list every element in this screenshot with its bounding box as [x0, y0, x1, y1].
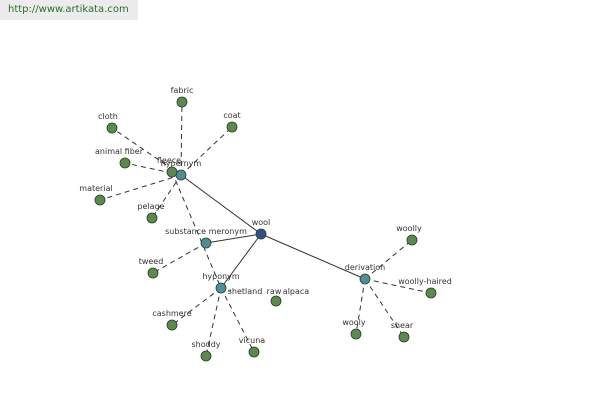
edge-substance_meronym-tweed	[152, 242, 207, 274]
node-label-shear: shear	[391, 321, 414, 330]
node-label-pelage: pelage	[137, 202, 164, 211]
edge-hyponym-cashmere	[171, 287, 222, 326]
node-label-cashmere: cashmere	[152, 309, 191, 318]
node-label-fleece: fleece	[157, 156, 181, 165]
node-dot-material[interactable]	[94, 194, 106, 206]
node-label-raw: raw	[267, 287, 282, 296]
node-label-shoddy: shoddy	[191, 340, 220, 349]
node-label-wool: wool	[252, 218, 271, 227]
node-label-shetland: shetland	[228, 287, 263, 296]
node-label-woolly-haired: woolly-haired	[398, 277, 452, 286]
node-dot-cashmere[interactable]	[166, 319, 178, 331]
graph-nodes: hypernym substance meronym hyponym derivati…	[79, 86, 452, 362]
node-dot-animal-fiber[interactable]	[119, 157, 131, 169]
node-dot-tweed[interactable]	[147, 267, 159, 279]
node-label-tweed: tweed	[139, 257, 164, 266]
edge-hypernym-cloth	[111, 127, 182, 176]
node-dot-wooly[interactable]	[350, 328, 362, 340]
node-hyponym[interactable]: hyponym	[202, 272, 240, 294]
node-dot-coat[interactable]	[226, 121, 238, 133]
node-label-cloth: cloth	[98, 112, 118, 121]
edge-hypernym-fabric	[180, 101, 183, 176]
node-label-material: material	[79, 184, 112, 193]
node-dot-shoddy[interactable]	[200, 350, 212, 362]
edge-hypernym-pelage	[151, 174, 182, 219]
node-alpaca[interactable]: alpaca	[270, 287, 310, 307]
edge-derivation-wooly	[355, 278, 366, 335]
node-label-derivation: derivation	[345, 263, 385, 272]
node-fleece[interactable]: fleece	[157, 156, 181, 178]
node-dot-vicuna[interactable]	[248, 346, 260, 358]
node-shear[interactable]: shear	[391, 321, 414, 343]
edge-hyponym-vicuna	[220, 287, 255, 353]
node-label-woolly: woolly	[396, 224, 422, 233]
node-dot-derivation[interactable]	[359, 273, 371, 285]
node-vicuna[interactable]: vicuna	[239, 336, 265, 358]
node-label-alpaca: alpaca	[283, 287, 310, 296]
node-label-fabric: fabric	[171, 86, 194, 95]
node-wooly[interactable]: wooly	[342, 318, 366, 340]
edge-wool-hypernym	[180, 174, 262, 235]
node-material[interactable]: material	[79, 184, 113, 206]
node-hypernym[interactable]: hypernym	[161, 159, 202, 181]
node-label-substance-meronym: substance meronym	[165, 227, 247, 236]
node-dot-woolly[interactable]	[406, 234, 418, 246]
node-woolly-haired[interactable]: woolly-haired	[398, 277, 452, 299]
node-dot-fabric[interactable]	[176, 96, 188, 108]
edge-derivation-shear	[364, 278, 405, 338]
node-dot-pelage[interactable]	[146, 212, 158, 224]
node-raw[interactable]: raw	[267, 287, 282, 296]
node-label-wooly: wooly	[342, 318, 366, 327]
edge-fleece-hyponym	[171, 171, 222, 289]
edge-wool-derivation	[260, 233, 366, 280]
edge-wool-hyponym	[220, 233, 262, 289]
node-dot-fleece[interactable]	[166, 166, 178, 178]
node-woolly[interactable]: woolly	[396, 224, 422, 246]
node-fabric[interactable]: fabric	[171, 86, 194, 108]
node-dot-woolly-haired[interactable]	[425, 287, 437, 299]
node-label-hypernym: hypernym	[161, 159, 202, 168]
node-dot-cloth[interactable]	[106, 122, 118, 134]
edge-derivation-woolly_haired	[364, 278, 432, 294]
node-dot-wool[interactable]	[255, 228, 267, 240]
node-coat[interactable]: coat	[223, 111, 241, 133]
node-animal-fiber[interactable]: animal fiber	[95, 147, 144, 169]
edge-hyponym-shoddy	[205, 287, 222, 357]
node-dot-hypernym[interactable]	[175, 169, 187, 181]
node-wool[interactable]: wool	[252, 218, 271, 240]
node-dot-alpaca[interactable]	[270, 295, 282, 307]
node-dot-substance-meronym[interactable]	[200, 237, 212, 249]
node-substance-meronym[interactable]: substance meronym	[165, 227, 247, 249]
node-dot-shear[interactable]	[398, 331, 410, 343]
node-label-animal-fiber: animal fiber	[95, 147, 144, 156]
node-cloth[interactable]: cloth	[98, 112, 118, 134]
edge-derivation-woolly	[364, 239, 413, 280]
node-label-hyponym: hyponym	[202, 272, 240, 281]
edge-hypernym-coat	[180, 126, 233, 176]
node-cashmere[interactable]: cashmere	[152, 309, 192, 331]
node-shoddy[interactable]: shoddy	[191, 340, 221, 362]
node-shetland[interactable]: shetland	[228, 287, 263, 296]
node-dot-hyponym[interactable]	[215, 282, 227, 294]
node-tweed[interactable]: tweed	[139, 257, 164, 279]
source-url-banner[interactable]: http://www.artikata.com	[0, 0, 138, 20]
node-derivation[interactable]: derivation	[345, 263, 385, 285]
graph-edges	[99, 101, 432, 357]
node-label-vicuna: vicuna	[239, 336, 265, 345]
edge-wool-substance_meronym	[205, 233, 262, 244]
node-pelage[interactable]: pelage	[137, 202, 165, 224]
node-label-coat: coat	[223, 111, 240, 120]
